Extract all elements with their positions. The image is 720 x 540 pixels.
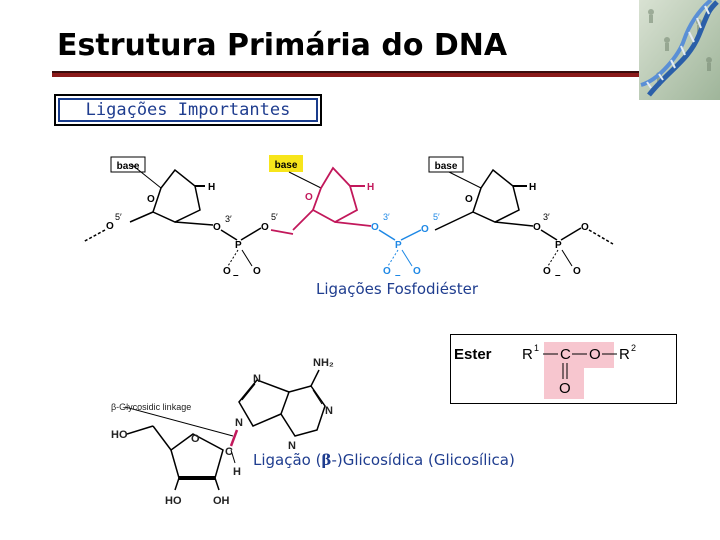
svg-text:base: base	[117, 161, 140, 172]
svg-text:O: O	[465, 194, 473, 205]
phosphodiester-diagram: base O H O 5′ O 3′ P O 5′ O – O	[82, 155, 614, 281]
svg-text:R: R	[522, 346, 533, 363]
glycosidic-caption: Ligação (β-)Glicosídica (Glicosílica)	[253, 451, 515, 469]
svg-text:HO: HO	[165, 495, 182, 507]
nucleoside-diagram: NH₂ N N N N β-Glycosidic linkage HO O C …	[111, 357, 334, 507]
svg-text:–: –	[555, 270, 561, 281]
svg-text:O: O	[573, 266, 581, 277]
svg-text:NH₂: NH₂	[313, 357, 334, 369]
svg-text:5′: 5′	[433, 212, 440, 222]
svg-text:Ester: Ester	[454, 346, 492, 363]
svg-text:β-Glycosidic linkage: β-Glycosidic linkage	[111, 402, 191, 412]
section-label-box: Ligações Importantes	[54, 94, 322, 126]
svg-text:5′: 5′	[115, 212, 122, 222]
svg-text:O: O	[223, 266, 231, 277]
svg-text:1: 1	[534, 343, 539, 353]
svg-text:P: P	[395, 240, 402, 251]
svg-text:P: P	[235, 240, 242, 251]
ester-structure: Ester R 1 C O R 2 O	[454, 342, 636, 399]
svg-text:N: N	[253, 373, 261, 385]
page-title: Estrutura Primária do DNA	[57, 28, 508, 63]
svg-text:P: P	[555, 240, 562, 251]
svg-text:O: O	[383, 266, 391, 277]
ester-box: Ester R 1 C O R 2 O	[450, 334, 677, 404]
svg-text:2: 2	[631, 343, 636, 353]
svg-text:3′: 3′	[383, 212, 390, 222]
nucleotide-middle: base O H O 3′ P O 5′ O – O	[269, 155, 440, 281]
svg-text:N: N	[288, 440, 296, 452]
svg-text:N: N	[235, 417, 243, 429]
svg-text:H: H	[529, 182, 536, 193]
svg-text:O: O	[559, 380, 571, 397]
phosphodiester-caption: Ligações Fosfodiéster	[316, 280, 479, 298]
svg-text:HO: HO	[111, 429, 128, 441]
svg-text:5′: 5′	[271, 212, 278, 222]
svg-text:O: O	[533, 222, 541, 233]
svg-text:N: N	[325, 405, 333, 417]
svg-text:O: O	[371, 222, 379, 233]
svg-text:O: O	[147, 194, 155, 205]
svg-text:3′: 3′	[225, 214, 232, 224]
svg-text:O: O	[421, 224, 429, 235]
title-divider	[52, 73, 652, 77]
svg-text:C: C	[225, 446, 233, 458]
svg-text:–: –	[395, 270, 401, 281]
svg-text:O: O	[261, 222, 269, 233]
svg-text:O: O	[543, 266, 551, 277]
title-divider-dark	[52, 71, 652, 73]
dna-helix-thumbnail	[639, 0, 720, 100]
svg-text:O: O	[305, 192, 313, 203]
svg-text:R: R	[619, 346, 630, 363]
svg-text:O: O	[413, 266, 421, 277]
svg-text:H: H	[233, 466, 241, 478]
svg-text:base: base	[435, 161, 458, 172]
svg-text:O: O	[581, 222, 589, 233]
svg-text:H: H	[208, 182, 215, 193]
svg-text:O: O	[213, 222, 221, 233]
section-label: Ligações Importantes	[85, 100, 291, 120]
nucleotide-left: base O H O 5′ O 3′ P O 5′ O – O	[82, 156, 278, 281]
svg-text:base: base	[275, 160, 298, 171]
svg-text:O: O	[106, 221, 114, 232]
nucleotide-right: base O H O 3′ P O O – O	[428, 156, 614, 281]
svg-text:H: H	[367, 182, 374, 193]
svg-text:3′: 3′	[543, 212, 550, 222]
svg-text:OH: OH	[213, 495, 230, 507]
svg-text:O: O	[253, 266, 261, 277]
svg-text:O: O	[191, 433, 200, 445]
svg-text:–: –	[233, 270, 239, 281]
svg-text:O: O	[589, 346, 601, 363]
svg-text:C: C	[560, 346, 571, 363]
